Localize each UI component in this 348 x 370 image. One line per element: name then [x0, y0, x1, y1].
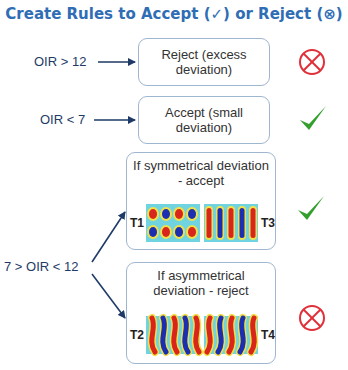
rule-arrows	[92, 62, 135, 318]
reject-symbol	[300, 50, 324, 74]
condition-label: OIR < 7	[40, 112, 85, 127]
rule-box: If asymmetrical deviation - reject	[126, 262, 276, 364]
box-text: Reject (excess deviation)	[145, 47, 263, 77]
decision-box: Reject (excess deviation)	[138, 38, 270, 86]
accept-symbol	[298, 196, 324, 220]
mode-image	[204, 204, 258, 242]
title: Create Rules to Accept (✓) or Reject (⊗)	[0, 5, 348, 23]
box-text: If asymmetrical deviation - reject	[133, 268, 269, 298]
mode-image	[146, 316, 200, 354]
mode-image	[146, 204, 200, 242]
image-tag: T4	[261, 328, 275, 342]
accept-symbol	[300, 106, 326, 130]
image-tag: T3	[261, 216, 275, 230]
image-tag: T2	[130, 328, 144, 342]
condition-label: OIR > 12	[34, 54, 86, 69]
condition-label: 7 > OIR < 12	[4, 259, 78, 274]
image-tag: T1	[130, 216, 144, 230]
rule-box: If symmetrical deviation - accept	[126, 152, 276, 250]
box-text: Accept (small deviation)	[145, 105, 263, 135]
mode-image	[204, 316, 258, 354]
decision-box: Accept (small deviation)	[138, 96, 270, 144]
reject-symbol	[300, 306, 324, 330]
box-text: If symmetrical deviation - accept	[133, 158, 269, 188]
